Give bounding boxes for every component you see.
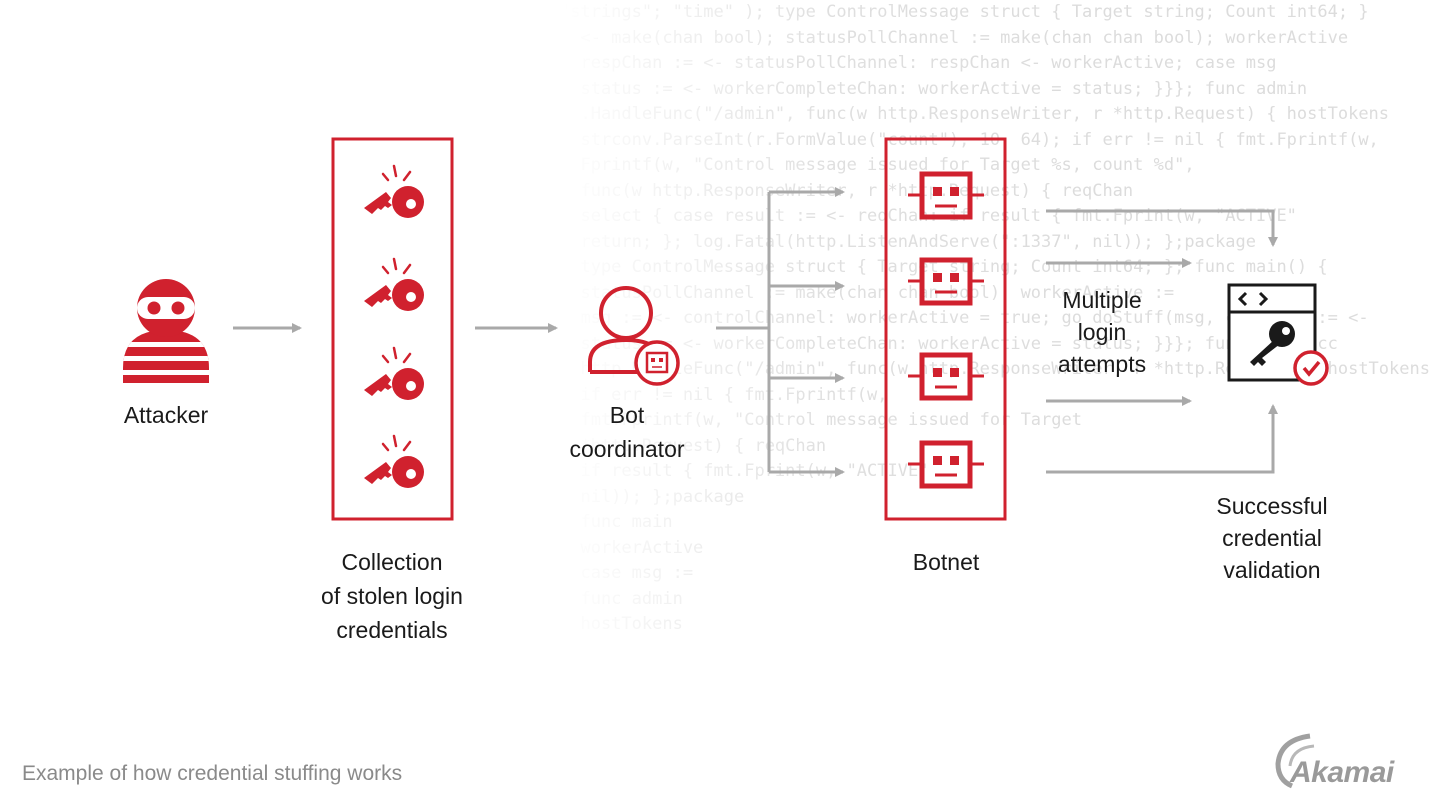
browser-window-key-check-icon: [1227, 283, 1329, 386]
background-code-line: .HandleFunc("/admin", func(w http.Respon…: [560, 104, 1390, 124]
robot-face-icon: [908, 355, 984, 398]
background-code-line: "strings"; "time" ); type ControlMessage…: [560, 2, 1369, 22]
background-code-line: <- make(chan bool); statusPollChannel :=…: [560, 27, 1349, 48]
arrow-attempt-4-success: [1046, 404, 1278, 474]
collection-label: Collection of stolen login credentials: [321, 549, 463, 643]
credentials-box: [331, 137, 454, 521]
figure-caption: Example of how credential stuffing works: [22, 762, 403, 785]
background-code-line: func main: [560, 512, 673, 532]
key-icon: [362, 346, 426, 402]
flow-arrows: [233, 187, 1278, 477]
key-icon: [362, 434, 426, 490]
akamai-logo-swoosh-icon: [1275, 733, 1315, 789]
coordinator-label: Bot coordinator: [569, 402, 685, 462]
background-code-line: Fprintf(w, "Control message issued for T…: [560, 155, 1195, 175]
botnet-box: [884, 137, 1007, 521]
background-code-line: hostTokens: [560, 614, 683, 634]
background-code-line: case msg :=: [560, 563, 694, 583]
attacker-label: Attacker: [123, 402, 209, 428]
arrow-attempt-1: [1046, 209, 1278, 247]
akamai-logo: Akamai: [1290, 756, 1394, 789]
botnet-label: Botnet: [912, 549, 980, 575]
background-code-line: *http.Request) { reqChan: [560, 435, 827, 456]
background-code-line: workerActive: [560, 537, 704, 558]
background-code-line: status := <- workerCompleteChan: workerA…: [560, 78, 1308, 99]
background-code-line: if err != nil { fmt.Fprintf(w,: [560, 384, 888, 405]
user-with-bot-badge-icon: [588, 286, 680, 386]
robot-face-icon: [908, 260, 984, 303]
key-icon: [362, 257, 426, 313]
masked-attacker-icon: [123, 279, 209, 383]
robot-face-icon: [908, 174, 984, 217]
background-code-line: nil)); };package: [560, 486, 745, 507]
background-code-line: fmt.Fprintf(w, "Control message issued f…: [560, 410, 1082, 430]
background-code-line: strconv.ParseInt(r.FormValue("count"), 1…: [560, 129, 1379, 150]
background-code-line: respChan := <- statusPollChannel: respCh…: [560, 53, 1277, 73]
robot-face-icon: [908, 443, 984, 486]
background-code-line: return; }; log.Fatal(http.ListenAndServe…: [560, 231, 1256, 252]
background-code-line: func admin: [560, 588, 683, 609]
key-icon: [362, 164, 426, 220]
success-label: Successful credential validation: [1216, 493, 1328, 583]
attempts-label: Multiple login attempts: [1057, 287, 1147, 377]
